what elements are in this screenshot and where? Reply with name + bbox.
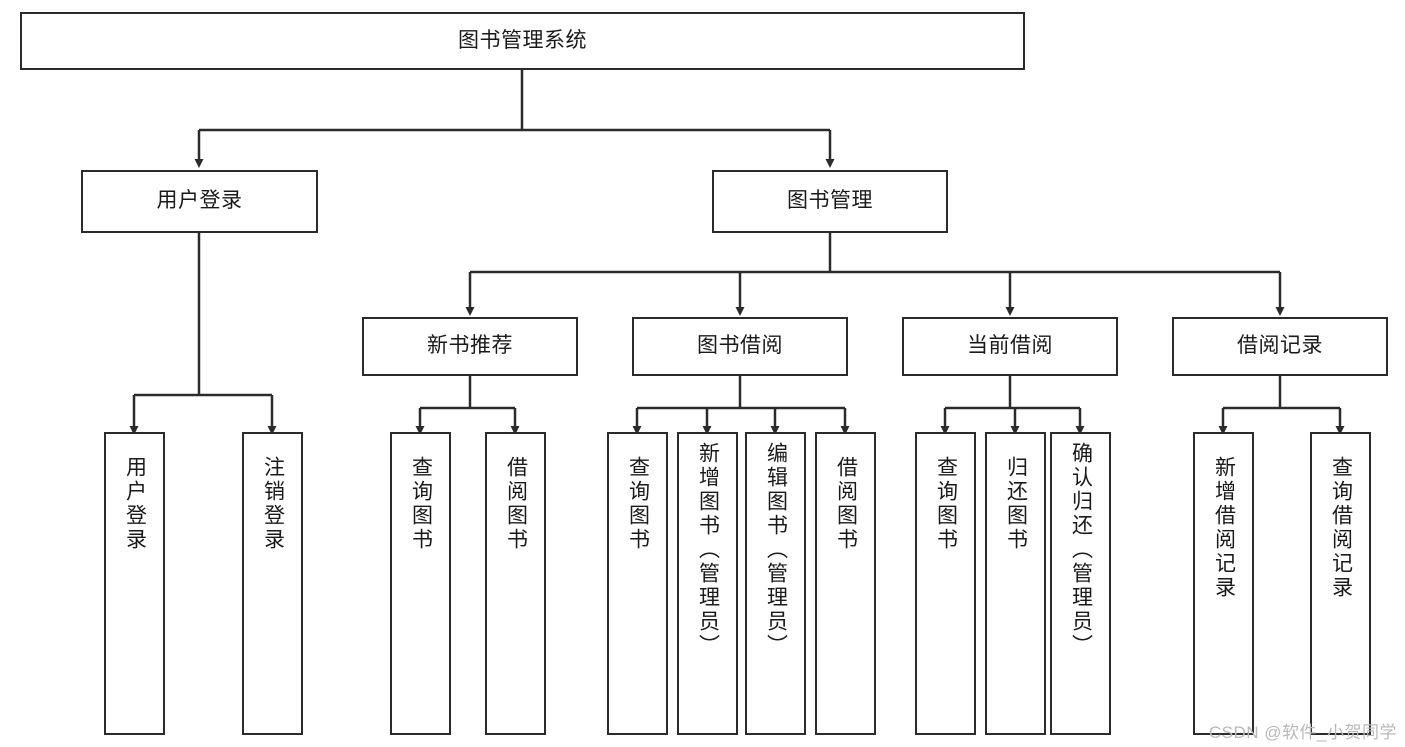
node-book-manage[interactable]: 图书管理: [712, 170, 948, 233]
node-book-manage-label: 图书管理: [787, 189, 873, 213]
node-leaf-return-book-label: 归还图书: [1004, 456, 1028, 552]
node-leaf-add-book-admin[interactable]: 新增图书（管理员）: [677, 432, 738, 735]
node-leaf-borrow-book-2[interactable]: 借阅图书: [815, 432, 876, 735]
node-leaf-query-borrow-record[interactable]: 查询借阅记录: [1310, 432, 1371, 735]
node-leaf-confirm-return-admin[interactable]: 确认归还（管理员）: [1050, 432, 1111, 735]
node-leaf-query-book-3[interactable]: 查询图书: [915, 432, 976, 735]
node-leaf-query-book-3-label: 查询图书: [934, 456, 958, 552]
node-leaf-add-borrow-record[interactable]: 新增借阅记录: [1193, 432, 1254, 735]
node-leaf-add-borrow-record-label: 新增借阅记录: [1212, 456, 1236, 600]
node-leaf-confirm-return-admin-label: 确认归还（管理员）: [1069, 442, 1093, 658]
node-root[interactable]: 图书管理系统: [20, 12, 1025, 70]
node-leaf-logout-login[interactable]: 注销登录: [242, 432, 303, 735]
node-leaf-user-login[interactable]: 用户登录: [104, 432, 165, 735]
node-leaf-query-book-1-label: 查询图书: [409, 456, 433, 552]
node-current-borrow-label: 当前借阅: [967, 334, 1053, 358]
node-root-label: 图书管理系统: [458, 28, 587, 52]
node-leaf-logout-login-label: 注销登录: [261, 456, 285, 552]
node-leaf-query-book-1[interactable]: 查询图书: [390, 432, 451, 735]
node-user-login[interactable]: 用户登录: [81, 170, 318, 233]
node-leaf-return-book[interactable]: 归还图书: [985, 432, 1046, 735]
node-leaf-edit-book-admin[interactable]: 编辑图书（管理员）: [745, 432, 806, 735]
node-leaf-query-borrow-record-label: 查询借阅记录: [1329, 456, 1353, 600]
node-new-book-recommend-label: 新书推荐: [427, 334, 513, 358]
node-leaf-borrow-book-1-label: 借阅图书: [504, 456, 528, 552]
node-leaf-add-book-admin-label: 新增图书（管理员）: [696, 442, 720, 658]
node-leaf-query-book-2[interactable]: 查询图书: [607, 432, 668, 735]
node-leaf-borrow-book-1[interactable]: 借阅图书: [485, 432, 546, 735]
node-leaf-query-book-2-label: 查询图书: [626, 456, 650, 552]
node-book-borrow-label: 图书借阅: [697, 334, 783, 358]
node-borrow-record-label: 借阅记录: [1237, 334, 1323, 358]
node-current-borrow[interactable]: 当前借阅: [902, 317, 1118, 376]
node-leaf-borrow-book-2-label: 借阅图书: [834, 456, 858, 552]
watermark-text: CSDN @软件_小贺同学: [1208, 723, 1397, 742]
node-user-login-label: 用户登录: [156, 189, 243, 213]
node-borrow-record[interactable]: 借阅记录: [1172, 317, 1388, 376]
node-leaf-user-login-label: 用户登录: [123, 456, 147, 552]
node-new-book-recommend[interactable]: 新书推荐: [362, 317, 578, 376]
node-book-borrow[interactable]: 图书借阅: [632, 317, 848, 376]
node-leaf-edit-book-admin-label: 编辑图书（管理员）: [764, 442, 788, 658]
